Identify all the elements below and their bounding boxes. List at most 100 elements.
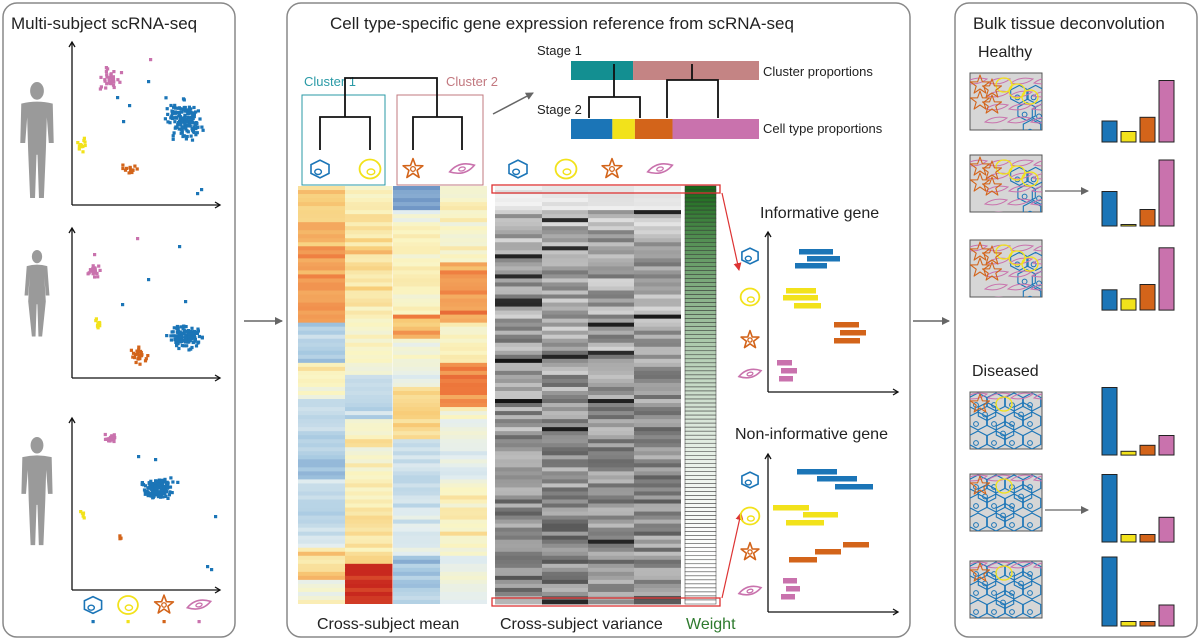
weight-cell xyxy=(684,374,717,380)
pink-elongated-cell-icon xyxy=(737,585,763,596)
variance-heatmap-cell xyxy=(588,370,635,376)
variance-heatmap-cell xyxy=(495,531,542,537)
mean-heatmap-cell xyxy=(298,338,346,344)
variance-heatmap-cell xyxy=(542,455,589,460)
weight-cell xyxy=(684,587,717,593)
mean-heatmap-cell xyxy=(440,190,487,195)
scatter-point xyxy=(153,484,157,488)
variance-heatmap-cell xyxy=(634,234,681,239)
variance-heatmap-cell xyxy=(634,527,681,533)
variance-heatmap-cell xyxy=(634,507,681,512)
mean-heatmap-cell xyxy=(298,591,346,597)
blue-cell-icon xyxy=(83,595,103,615)
expression-bar xyxy=(783,578,797,584)
mean-heatmap-cell xyxy=(393,250,441,255)
mean-heatmap-cell xyxy=(298,206,346,211)
variance-heatmap-cell xyxy=(542,254,589,259)
proportion-bar xyxy=(1101,474,1118,543)
mean-heatmap-cell xyxy=(298,186,346,191)
variance-heatmap-cell xyxy=(495,274,542,279)
scatter-point xyxy=(159,486,163,490)
variance-heatmap-cell xyxy=(588,455,635,460)
mean-heatmap-cell xyxy=(440,511,487,516)
variance-heatmap-cell xyxy=(588,274,635,279)
mean-heatmap-cell xyxy=(440,467,487,472)
mean-heatmap-cell xyxy=(298,318,346,324)
variance-heatmap-cell xyxy=(542,435,589,440)
variance-heatmap-cell xyxy=(588,278,635,283)
variance-heatmap-cell xyxy=(542,246,589,251)
mean-heatmap-cell xyxy=(440,370,487,376)
variance-heatmap-cell xyxy=(542,491,589,496)
variance-heatmap-cell xyxy=(542,419,589,424)
variance-heatmap-cell xyxy=(495,451,542,456)
variance-heatmap-cell xyxy=(588,378,635,384)
variance-heatmap-cell xyxy=(634,390,681,396)
variance-heatmap-cell xyxy=(588,242,635,247)
mean-heatmap-cell xyxy=(345,282,393,287)
variance-heatmap-cell xyxy=(588,210,635,215)
scatter-point xyxy=(104,86,108,90)
mean-heatmap-cell xyxy=(440,423,487,428)
variance-heatmap-cell xyxy=(588,262,635,267)
weight-cell xyxy=(684,438,717,444)
scatter-point xyxy=(179,339,183,343)
mean-heatmap-cell xyxy=(393,595,441,601)
mean-heatmap-cell xyxy=(298,527,346,533)
scatter-point xyxy=(137,345,141,349)
variance-heatmap-cell xyxy=(495,431,542,436)
variance-heatmap-cell xyxy=(588,471,635,476)
weight-cell xyxy=(684,479,717,484)
mean-heatmap-cell xyxy=(440,531,487,537)
tissue-section xyxy=(969,154,1043,213)
yellow-cell-icon xyxy=(554,158,578,180)
mean-heatmap-cell xyxy=(393,427,441,432)
cluster-proportion-segment xyxy=(633,61,759,80)
variance-heatmap-cell xyxy=(634,395,681,400)
variance-heatmap-cell xyxy=(588,314,635,320)
scatter-point xyxy=(194,127,198,131)
mean-heatmap-cell xyxy=(298,218,346,223)
weight-label: Weight xyxy=(686,616,736,633)
mean-heatmap-cell xyxy=(345,190,393,195)
scatter-point xyxy=(193,329,197,334)
variance-heatmap-cell xyxy=(634,306,681,311)
variance-heatmap-cell xyxy=(588,294,635,299)
variance-heatmap-cell xyxy=(542,583,589,589)
variance-heatmap-cell xyxy=(588,435,635,440)
scatter-point xyxy=(105,73,109,77)
scatter-axes xyxy=(68,226,222,382)
scatter-point xyxy=(196,192,200,196)
mean-heatmap-cell xyxy=(393,479,441,484)
mean-heatmap-cell xyxy=(298,539,346,545)
weight-cell xyxy=(684,310,717,315)
mean-heatmap-cell xyxy=(440,431,487,436)
variance-heatmap-cell xyxy=(588,419,635,424)
tissue-section xyxy=(969,473,1043,532)
variance-heatmap-cell xyxy=(495,214,542,219)
weight-cell xyxy=(684,406,717,412)
mean-heatmap-cell xyxy=(440,250,487,255)
scatter-point xyxy=(134,360,138,365)
mean-heatmap-cell xyxy=(393,338,441,344)
scatter-point xyxy=(103,432,107,437)
scatter-point xyxy=(152,487,156,491)
variance-heatmap-cell xyxy=(495,362,542,368)
variance-heatmap-cell xyxy=(634,499,681,504)
scatter-point xyxy=(169,103,173,108)
variance-heatmap-cell xyxy=(588,447,635,452)
variance-heatmap-cell xyxy=(588,310,635,316)
scatter-point xyxy=(179,123,183,127)
scatter-point xyxy=(175,344,179,348)
mean-heatmap-cell xyxy=(345,423,393,428)
gene-plot-axis xyxy=(764,452,772,460)
scatter-point xyxy=(175,324,179,329)
variance-heatmap-cell xyxy=(495,399,542,404)
yellow-cell-icon xyxy=(358,158,382,180)
mean-heatmap-cell xyxy=(345,563,393,569)
variance-heatmap-cell xyxy=(542,443,589,448)
expression-bar xyxy=(843,542,869,548)
variance-heatmap-cell xyxy=(634,571,681,577)
variance-heatmap-cell xyxy=(542,186,589,191)
scatter-point xyxy=(189,336,193,340)
